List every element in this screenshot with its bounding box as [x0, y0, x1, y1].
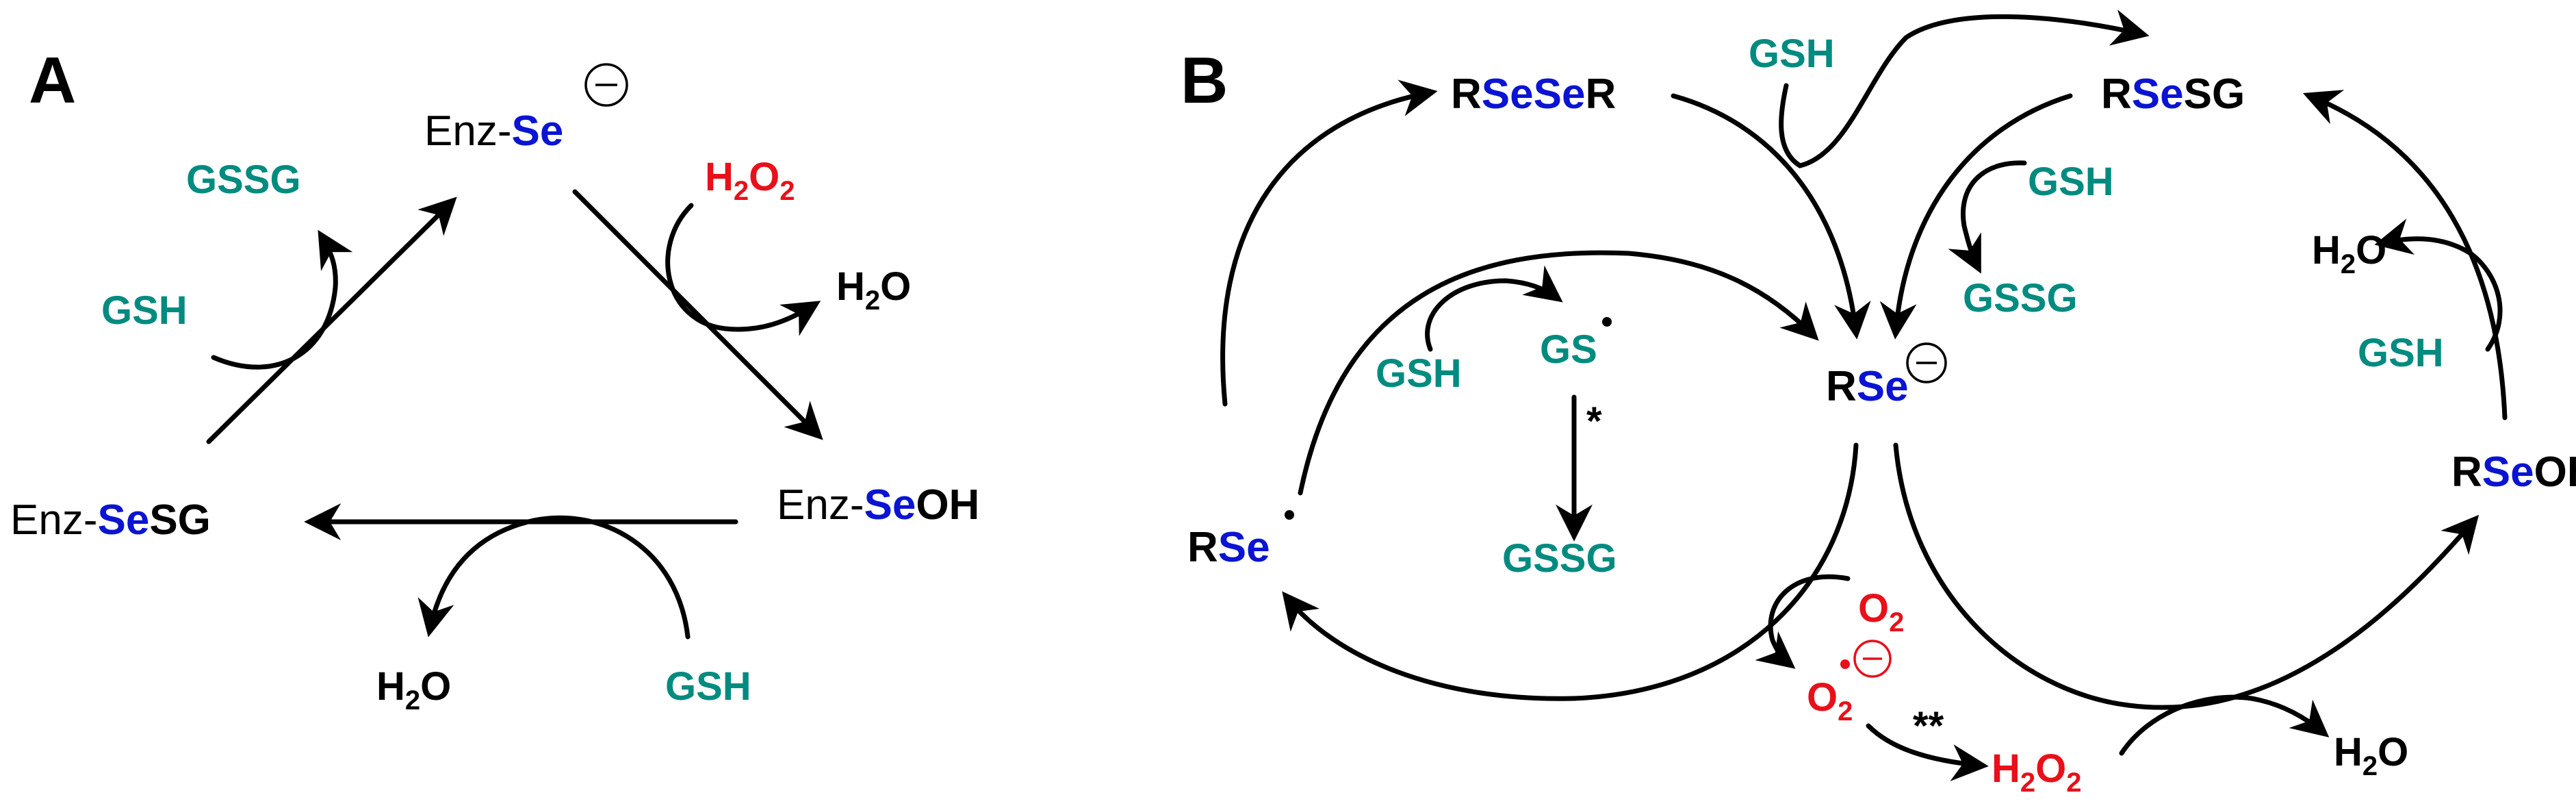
arrow-h2o2-to-h2o — [665, 203, 821, 336]
enz-sesg: Enz-SeSG — [10, 496, 211, 544]
gssg-label-b-bottom: GSSG — [1502, 536, 1617, 581]
h2o-label-b-right: H2O — [2312, 228, 2386, 279]
arrow-rsesr-to-rse-anion — [1671, 93, 1871, 340]
arrow-rse-anion-to-rse-radical — [1282, 442, 1859, 701]
rsesg: RSeSG — [2101, 71, 2245, 118]
radical-dot-icon — [1840, 659, 1850, 669]
svg-text:Enz-Se: Enz-Se — [424, 108, 563, 155]
superoxide: O2 — [1807, 640, 1892, 727]
radical-dot-icon — [1285, 510, 1294, 520]
arrow-rsesg-to-rse-anion — [1879, 93, 2073, 340]
h2o2-label-a: H2O2 — [705, 155, 795, 206]
gsh-label-a-bottom: GSH — [665, 664, 751, 709]
h2o-label-a-bottom: H2O — [376, 664, 451, 716]
gsh-label-a-left: GSH — [101, 288, 188, 333]
enz-prefix: Enz- — [424, 108, 511, 155]
rsesr: RSeSeR — [1451, 71, 1616, 118]
se-symbol: Se — [511, 108, 563, 155]
gsh-label-b-left: GSH — [1376, 351, 1462, 396]
svg-text:RSe: RSe — [1826, 363, 1909, 410]
arrow-gsh-to-gssg — [211, 229, 353, 370]
arrow-rse-anion-to-rseoh — [1893, 442, 2480, 710]
rse-radical: RSe — [1187, 510, 1294, 571]
negative-charge-icon — [584, 63, 628, 107]
arrow-sesg-to-se — [206, 197, 457, 444]
arrow-rseoh-to-rsesg — [2302, 90, 2508, 420]
h2o-label-b-bottom: H2O — [2334, 730, 2408, 781]
arrow-h2o2-to-h2o-b — [2119, 694, 2330, 756]
double-star-note: ** — [1913, 704, 1944, 748]
svg-text:O2: O2 — [1807, 675, 1853, 727]
arrow-rse-radical-to-rse-anion — [1298, 250, 1819, 496]
radical-dot-icon — [1602, 317, 1612, 327]
svg-text:RSe: RSe — [1187, 524, 1270, 571]
single-star-note: * — [1586, 399, 1602, 444]
gsh-label-b-right: GSH — [2358, 331, 2444, 375]
gssg-label-b-mid: GSSG — [1963, 276, 2078, 320]
h2o-label-a-right: H2O — [836, 264, 911, 316]
arrow-gsh-to-gssg-b — [1948, 160, 2027, 274]
panel-b: B RSeSeR RSeSG RSe RSe R — [1181, 9, 2576, 798]
arrow-gsh-to-h2o-b — [2374, 218, 2503, 352]
enz-seoh: Enz-SeOH — [777, 481, 979, 529]
gssg-label-a: GSSG — [186, 157, 301, 202]
panel-a: A Enz-Se Enz-SeOH Enz-SeSG GSSG GSH H2O2… — [10, 44, 979, 716]
arrow-superoxide-to-h2o2 — [1866, 723, 1989, 781]
panel-a-label: A — [29, 44, 76, 117]
o2-label: O2 — [1858, 586, 1904, 637]
panel-b-label: B — [1181, 44, 1228, 117]
h2o2-label-b: H2O2 — [1992, 746, 2082, 798]
rseoh: RSeOH — [2451, 449, 2576, 496]
arrow-gsh-to-gs-radical — [1425, 265, 1563, 352]
negative-charge-icon — [1853, 640, 1892, 678]
svg-text:GS: GS — [1540, 327, 1597, 372]
gsh-label-b-mid: GSH — [2028, 160, 2114, 204]
gsh-label-b-top: GSH — [1749, 31, 1835, 76]
arrow-rse-radical-to-rsesr — [1220, 79, 1438, 407]
arrow-gsh-to-h2o-a — [417, 515, 691, 640]
arrow-se-to-seoh — [572, 189, 823, 440]
rse-anion: RSe — [1826, 342, 1947, 410]
enz-se-anion: Enz-Se — [424, 63, 628, 155]
arrow-gsh-to-rsesg — [1779, 9, 2150, 168]
arrow-o2-to-superoxide — [1755, 574, 1851, 669]
negative-charge-icon — [1906, 342, 1947, 383]
gs-radical: GS — [1540, 317, 1612, 372]
